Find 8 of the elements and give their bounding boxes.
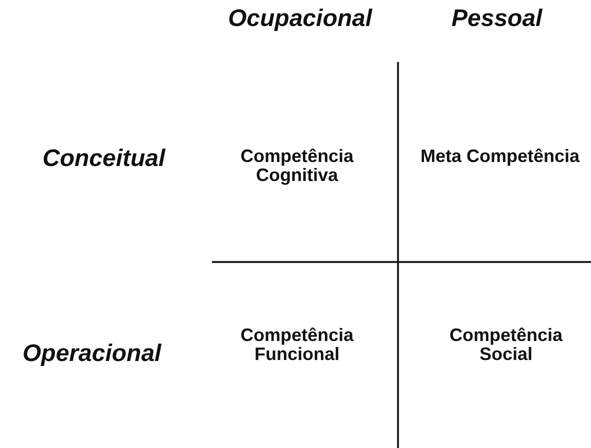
quadrant-label: Competência Funcional: [239, 326, 355, 364]
column-header: Pessoal: [452, 6, 542, 32]
column-header: Ocupacional: [228, 6, 372, 32]
quadrant-label: Competência Social: [448, 326, 564, 364]
quadrant-label: Meta Competência: [419, 147, 581, 166]
row-header: Conceitual: [42, 146, 166, 172]
quadrant-label: Competência Cognitiva: [239, 147, 355, 185]
row-header: Operacional: [22, 341, 162, 366]
